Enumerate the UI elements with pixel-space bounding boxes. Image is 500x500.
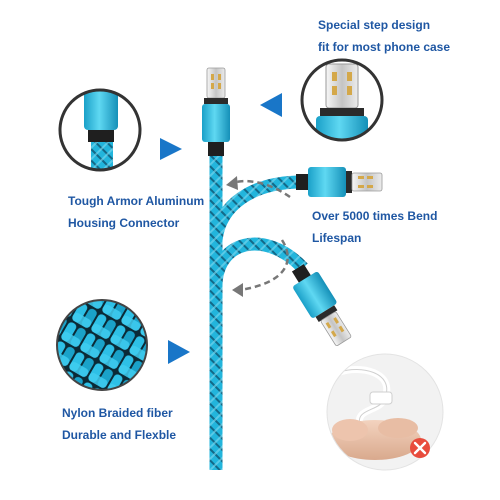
- caption-bend-lifespan: Over 5000 times Bend Lifespan: [312, 205, 437, 249]
- caption-line: Special step design: [318, 18, 431, 32]
- upper-connector: [296, 167, 383, 197]
- triangle-arrow-icon: [260, 93, 282, 117]
- main-connector: [202, 67, 230, 156]
- callout-nylon-weave: [56, 299, 148, 391]
- hand-bend-photo: [326, 353, 444, 471]
- caption-step-design: Special step design fit for most phone c…: [318, 14, 450, 58]
- curved-arrow-icon: [232, 239, 289, 297]
- cable-lower-bend: [209, 237, 308, 291]
- caption-line: Lifespan: [312, 231, 362, 245]
- caption-line: Durable and Flexble: [62, 428, 177, 442]
- callout-step-design: [300, 58, 384, 142]
- caption-line: Housing Connector: [68, 216, 180, 230]
- caption-line: Over 5000 times Bend: [312, 209, 438, 223]
- caption-nylon-braided: Nylon Braided fiber Durable and Flexble: [62, 402, 176, 446]
- lower-connector: [291, 264, 352, 346]
- braided-cable-group: [209, 155, 308, 470]
- callout-armor-housing: [58, 88, 142, 172]
- x-mark-icon: [410, 438, 430, 458]
- caption-line: fit for most phone case: [318, 40, 451, 54]
- triangle-arrow-icon: [168, 340, 190, 364]
- triangle-arrow-icon: [160, 138, 182, 160]
- caption-armor-housing: Tough Armor Aluminum Housing Connector: [68, 190, 204, 234]
- cable-upper-bend: [209, 175, 303, 242]
- caption-line: Nylon Braided fiber: [62, 406, 173, 420]
- caption-line: Tough Armor Aluminum: [68, 194, 205, 208]
- curved-arrow-icon: [226, 176, 291, 199]
